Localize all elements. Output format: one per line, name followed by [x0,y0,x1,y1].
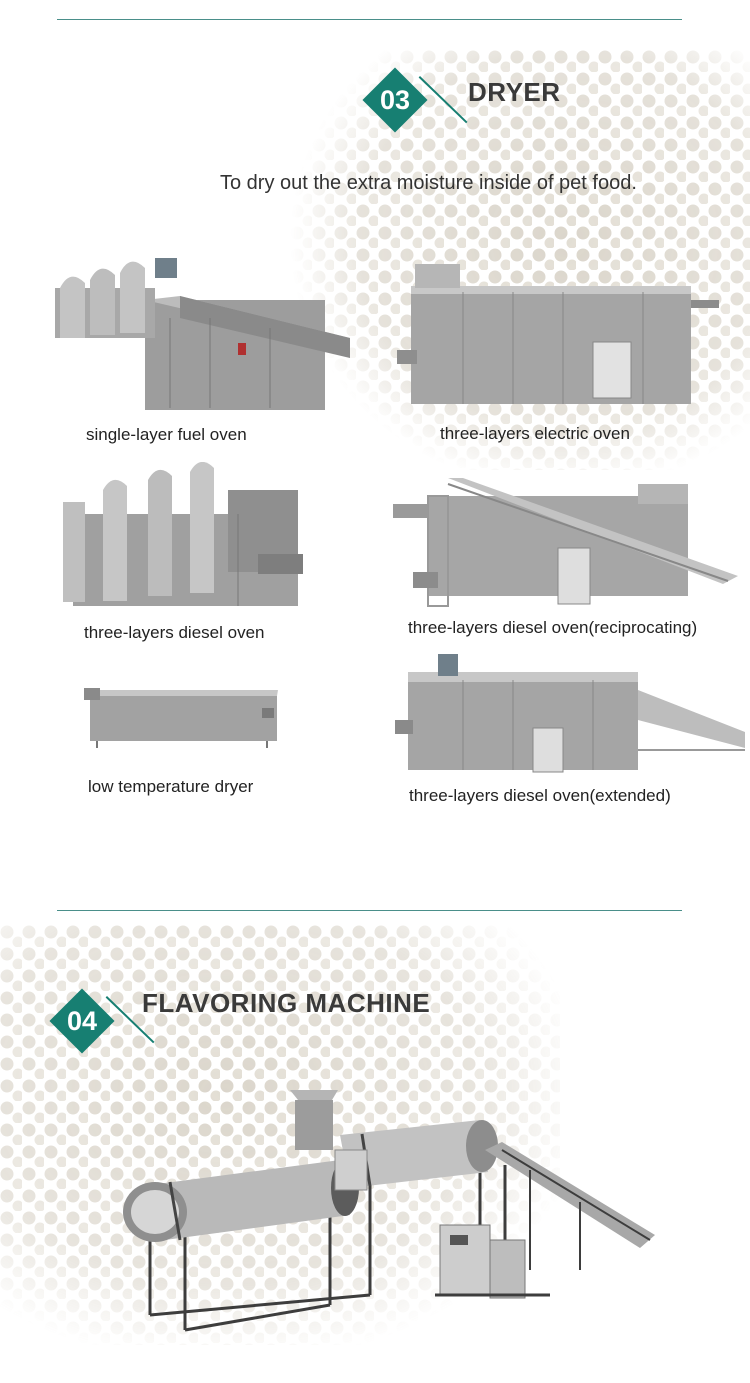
dryer-item-label: three-layers diesel oven [84,623,265,642]
section-title: DRYER [468,77,561,107]
section-title: FLAVORING MACHINE [142,988,431,1018]
section-divider-bottom [57,910,682,911]
three-layers-diesel-oven-reciprocating-image [393,478,738,607]
low-temperature-dryer-image [84,688,278,748]
section-number: 03 [379,85,411,115]
three-layers-diesel-oven-extended-image [395,654,745,773]
three-layers-electric-oven-image [397,264,719,404]
section-number: 04 [66,1006,98,1036]
flavoring-machine-image [123,1090,655,1332]
dryer-item-label: three-layers diesel oven(reciprocating) [408,618,698,637]
dryer-item-label: single-layer fuel oven [86,425,247,444]
dryer-item-label: three-layers diesel oven(extended) [409,786,671,805]
three-layers-diesel-oven-image [63,462,303,606]
dryer-item-label: three-layers electric oven [440,424,630,443]
section-description: To dry out the extra moisture inside of … [220,172,637,194]
section-divider-top [57,19,682,20]
dryer-item-label: low temperature dryer [88,777,254,796]
single-layer-fuel-oven-image [55,258,350,410]
